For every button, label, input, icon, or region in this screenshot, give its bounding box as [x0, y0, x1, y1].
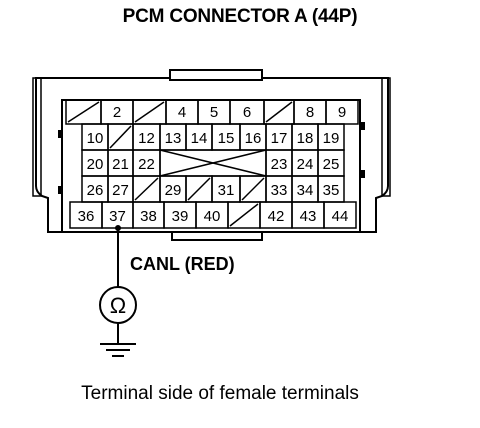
terminal-label: 24 — [297, 156, 314, 173]
terminal-label: 2 — [113, 104, 121, 121]
terminal-label: 23 — [271, 156, 288, 173]
connector-housing — [35, 77, 389, 233]
blank-slash — [67, 101, 100, 123]
left-ear — [32, 77, 42, 197]
terminal-label: 39 — [172, 208, 189, 225]
terminal-label: 31 — [218, 182, 235, 199]
terminal-label: 12 — [138, 130, 155, 147]
terminal-label: 26 — [87, 182, 104, 199]
connector-latch — [169, 69, 263, 81]
terminal-label: 42 — [268, 208, 285, 225]
ohm-symbol: Ω — [110, 293, 126, 318]
terminal-label: 15 — [218, 130, 235, 147]
ground-icon — [100, 343, 136, 357]
terminal-label: 5 — [210, 104, 218, 121]
blank-slash — [229, 203, 259, 227]
blank-slash — [134, 101, 165, 123]
terminal-label: 8 — [306, 104, 314, 121]
terminal-label: 6 — [243, 104, 251, 121]
blank-slash — [134, 177, 159, 201]
terminal-label: 22 — [138, 156, 155, 173]
terminal-label: 21 — [112, 156, 129, 173]
terminal-label: 33 — [271, 182, 288, 199]
terminal-label: 35 — [323, 182, 340, 199]
cross-line — [159, 149, 267, 177]
diagram-title: PCM CONNECTOR A (44P) — [122, 6, 358, 27]
terminal-label: 29 — [165, 182, 182, 199]
terminal-label: 40 — [204, 208, 221, 225]
blank-slash — [187, 177, 211, 201]
terminal-label: 27 — [112, 182, 129, 199]
blank-slash — [109, 125, 132, 149]
terminal-label: 13 — [165, 130, 182, 147]
terminal-label: 43 — [300, 208, 317, 225]
terminal-label: 16 — [245, 130, 262, 147]
terminal-label: 4 — [178, 104, 186, 121]
terminal-label: 14 — [191, 130, 208, 147]
terminal-label: 37 — [109, 208, 126, 225]
blank-slash — [265, 101, 293, 123]
terminal-label: 20 — [87, 156, 104, 173]
terminal-label: 38 — [140, 208, 157, 225]
terminal-label: 36 — [78, 208, 95, 225]
right-ear — [381, 77, 391, 197]
terminal-label: 34 — [297, 182, 314, 199]
connector-key — [171, 231, 263, 241]
terminal-label: 19 — [323, 130, 340, 147]
terminal-cell — [323, 201, 357, 229]
terminal-label: 17 — [271, 130, 288, 147]
terminal-label: 25 — [323, 156, 340, 173]
terminal-label: 9 — [338, 104, 346, 121]
caption: Terminal side of female terminals — [81, 383, 359, 404]
terminal-label: 18 — [297, 130, 314, 147]
blank-slash — [241, 177, 265, 201]
terminal-label: 10 — [87, 130, 104, 147]
terminal-label: 44 — [332, 208, 349, 225]
wire-label: CANL (RED) — [130, 254, 235, 274]
